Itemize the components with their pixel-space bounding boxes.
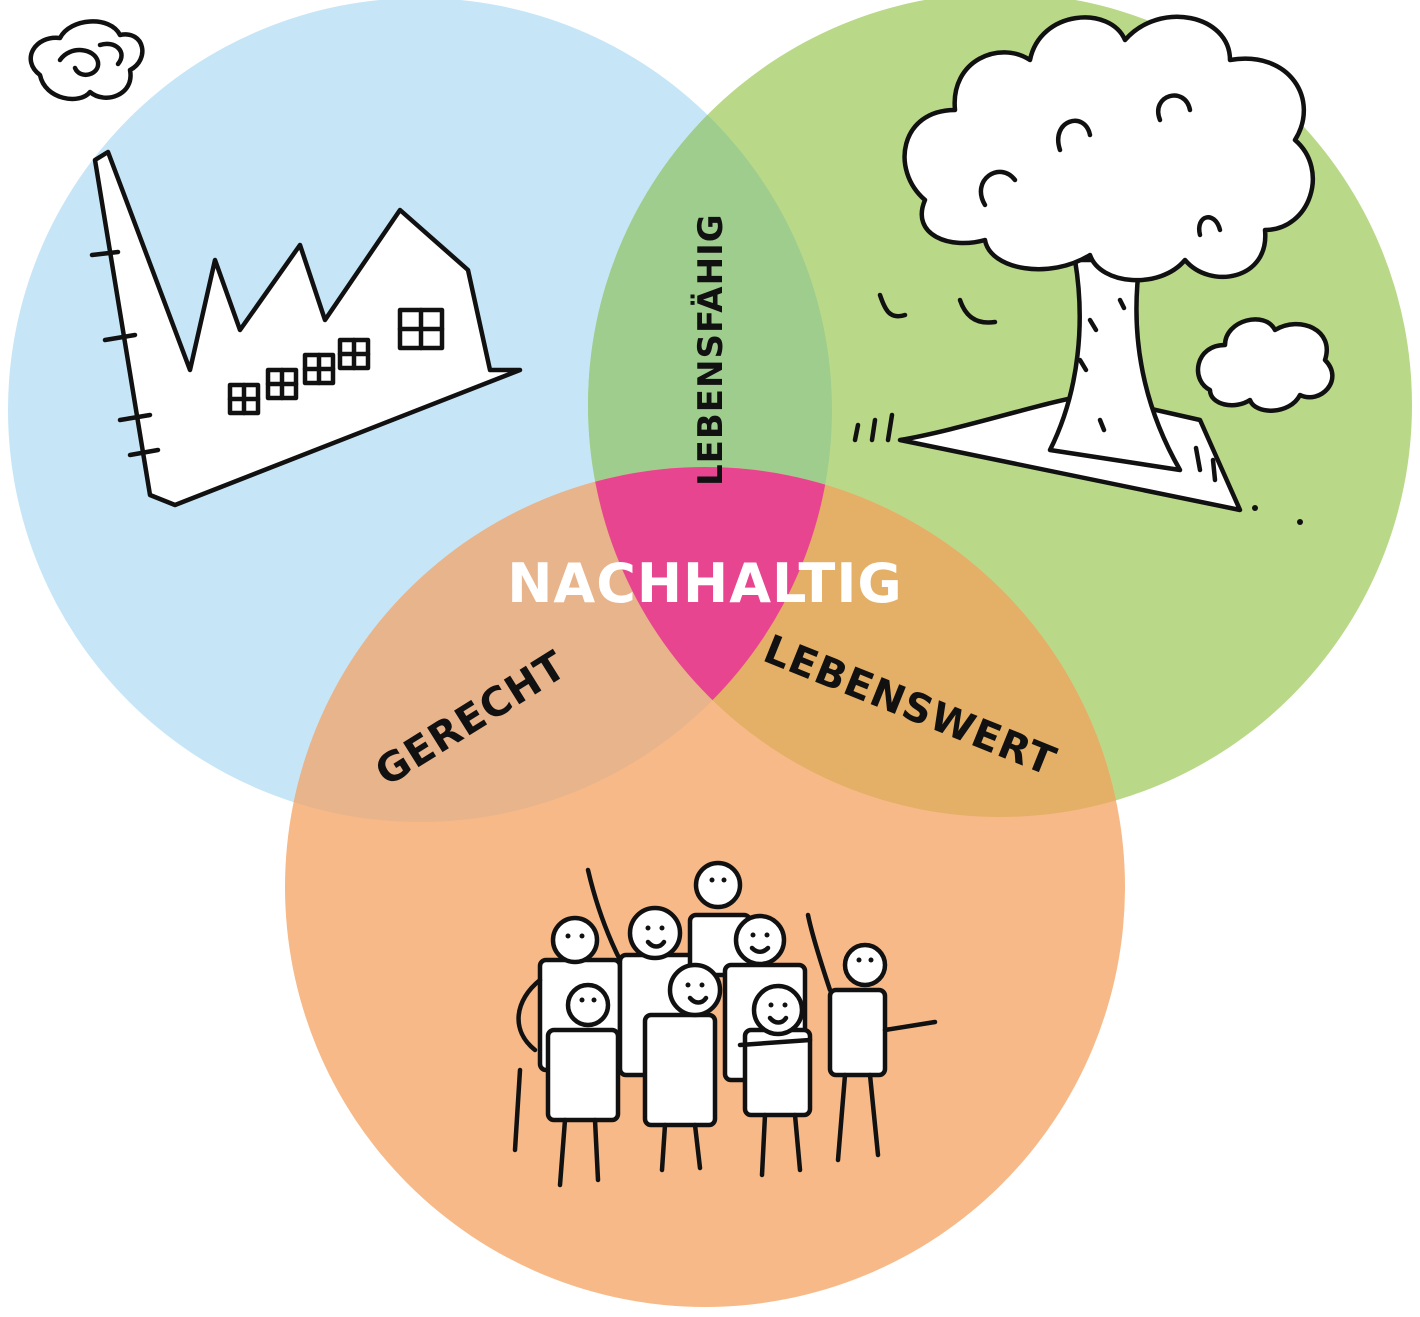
overlap-economy-social: [285, 467, 832, 822]
people-group-icon: [512, 860, 938, 1188]
label-center-nachhaltig: NACHHALTIG: [507, 552, 903, 615]
tree-icon: [852, 14, 1335, 525]
overlap-ecology-social: [588, 467, 1125, 817]
factory-icon: [28, 19, 523, 508]
label-lebensfaehig: LEBENSFÄHIG: [690, 213, 731, 486]
